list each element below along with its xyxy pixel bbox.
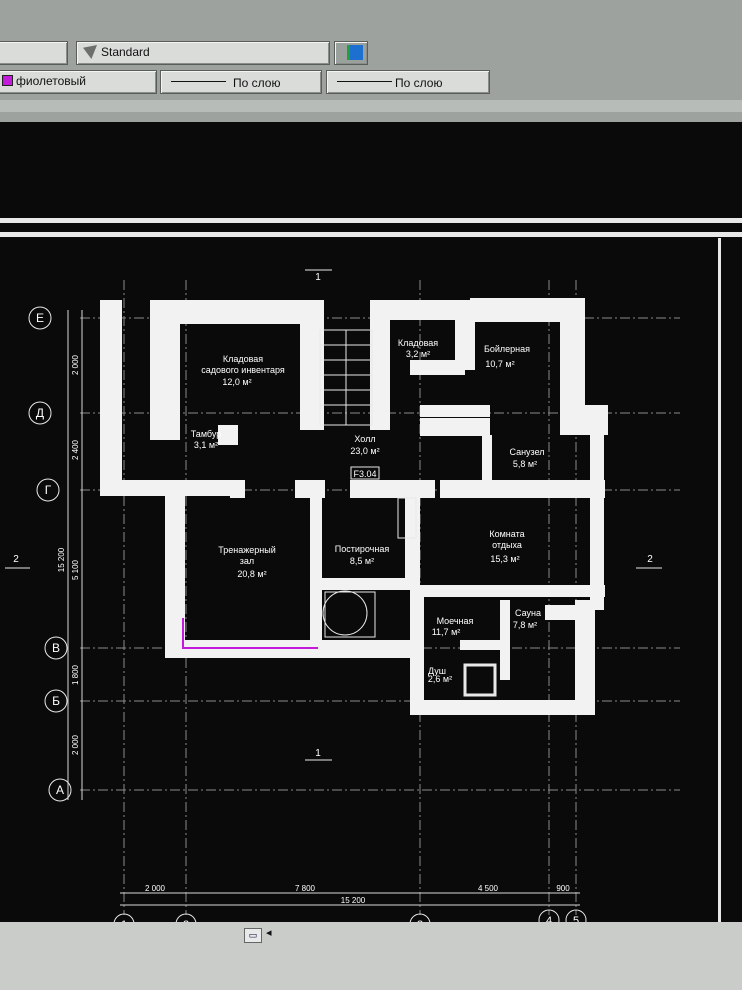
room-name: Душ <box>428 666 446 676</box>
room-area: 2,6 м² <box>428 674 452 684</box>
staircase <box>319 329 373 426</box>
room-area: 10,7 м² <box>485 359 514 369</box>
elevation-mark: F3.04 <box>353 469 376 479</box>
bottom-dimension-texts: 2 000 7 800 4 500 900 15 200 <box>145 884 570 905</box>
dim-text: 7 800 <box>295 884 316 893</box>
left-dimension-texts: 2 000 2 400 5 100 1 800 2 000 15 200 <box>57 354 80 755</box>
floor-plan-drawing: Кладовая садового инвентаря 12,0 м² Клад… <box>0 218 742 935</box>
room-area: 23,0 м² <box>350 446 379 456</box>
section-label: 2 <box>13 554 19 565</box>
section-label: 1 <box>315 748 321 759</box>
text-style-dropdown[interactable]: Standard <box>76 41 330 65</box>
room-labels: Кладовая садового инвентаря 12,0 м² Клад… <box>191 338 545 684</box>
stove-circle <box>322 590 368 636</box>
status-bar: ▭ ◂ <box>0 922 742 990</box>
room-area: 7,8 м² <box>513 620 537 630</box>
room-area: 11,7 м² <box>432 627 461 637</box>
text-style-value: Standard <box>101 45 150 59</box>
dim-text: 900 <box>556 884 570 893</box>
room-area: 5,8 м² <box>513 459 537 469</box>
room-area: 12,0 м² <box>222 377 251 387</box>
axis-label: А <box>56 783 64 797</box>
dimension-lines <box>67 310 580 906</box>
lineweight-dropdown[interactable]: По слою <box>326 70 490 94</box>
axis-label: В <box>52 641 60 655</box>
room-name: садового инвентаря <box>201 365 285 375</box>
lineweight-preview-icon <box>337 81 392 82</box>
frame-line-second <box>0 232 742 237</box>
layer-dropdown[interactable] <box>0 41 68 65</box>
axis-label: 4 <box>546 915 552 922</box>
text-style-icon <box>83 45 97 59</box>
dim-text: 2 000 <box>71 354 80 375</box>
linetype-preview-icon <box>171 81 226 82</box>
room-name: Постирочная <box>335 544 390 554</box>
axis-label: Б <box>52 694 60 708</box>
room-name: отдыха <box>492 540 522 550</box>
shower-tray <box>463 663 497 697</box>
drawing-canvas[interactable]: Кладовая садового инвентаря 12,0 м² Клад… <box>0 122 742 935</box>
room-name: Бойлерная <box>484 344 530 354</box>
axis-label: Д <box>36 406 44 420</box>
room-name: Сауна <box>515 608 541 618</box>
dim-text: 1 800 <box>71 664 80 685</box>
room-area: 15,3 м² <box>490 554 519 564</box>
room-name: Моечная <box>437 616 474 626</box>
room-name: зал <box>240 556 254 566</box>
walls <box>100 298 608 715</box>
lineweight-value: По слою <box>395 76 443 90</box>
axis-label: Г <box>45 483 52 497</box>
room-area: 8,5 м² <box>350 556 374 566</box>
room-name: Тренажерный <box>218 545 275 555</box>
column-axis-labels: 1 2 3 4 5 <box>121 915 579 931</box>
linetype-value: По слою <box>233 76 281 90</box>
room-name: Холл <box>354 434 375 444</box>
color-value: фиолетовый <box>16 74 87 88</box>
axis-label: 5 <box>573 915 579 922</box>
room-name: Тамбур <box>191 429 222 439</box>
color-swatch-icon <box>2 75 13 86</box>
scroll-left-arrow[interactable]: ◂ <box>266 927 272 939</box>
dimension-style-button[interactable] <box>334 41 368 65</box>
room-name: Кладовая <box>223 354 263 364</box>
dim-text: 5 100 <box>71 559 80 580</box>
frame-line-right <box>718 238 721 928</box>
room-name: Санузел <box>509 447 544 457</box>
axis-label: Е <box>36 311 44 325</box>
row-axis-labels: Е Д Г В Б А <box>36 311 64 797</box>
model-layout-button[interactable]: ▭ <box>244 928 262 943</box>
washer-box <box>397 497 417 539</box>
section-lines <box>5 269 662 761</box>
section-label: 1 <box>315 272 321 283</box>
room-name: Комната <box>489 529 524 539</box>
section-label: 2 <box>647 554 653 565</box>
linetype-dropdown[interactable]: По слою <box>160 70 322 94</box>
frame-line-top <box>0 218 742 223</box>
selected-polyline[interactable] <box>182 618 318 649</box>
dim-text: 4 500 <box>478 884 499 893</box>
room-area: 3,1 м² <box>194 440 218 450</box>
color-dropdown[interactable]: фиолетовый <box>0 70 157 94</box>
dim-total: 15 200 <box>341 896 366 905</box>
stove-box <box>324 591 376 638</box>
dim-total: 15 200 <box>57 547 66 572</box>
room-area: 3,2 м² <box>406 349 430 359</box>
room-area: 20,8 м² <box>237 569 266 579</box>
dim-text: 2 000 <box>145 884 166 893</box>
dim-text: 2 400 <box>71 439 80 460</box>
properties-toolbar: Standard фиолетовый По слою По слою <box>0 0 742 122</box>
toolbar-divider <box>0 100 742 112</box>
section-marks: 1 1 2 2 <box>13 272 653 759</box>
style-manager-icon <box>347 45 363 60</box>
dim-text: 2 000 <box>71 734 80 755</box>
room-name: Кладовая <box>398 338 438 348</box>
elevation-mark-box <box>350 466 380 480</box>
row-axis-bubbles <box>28 306 72 802</box>
